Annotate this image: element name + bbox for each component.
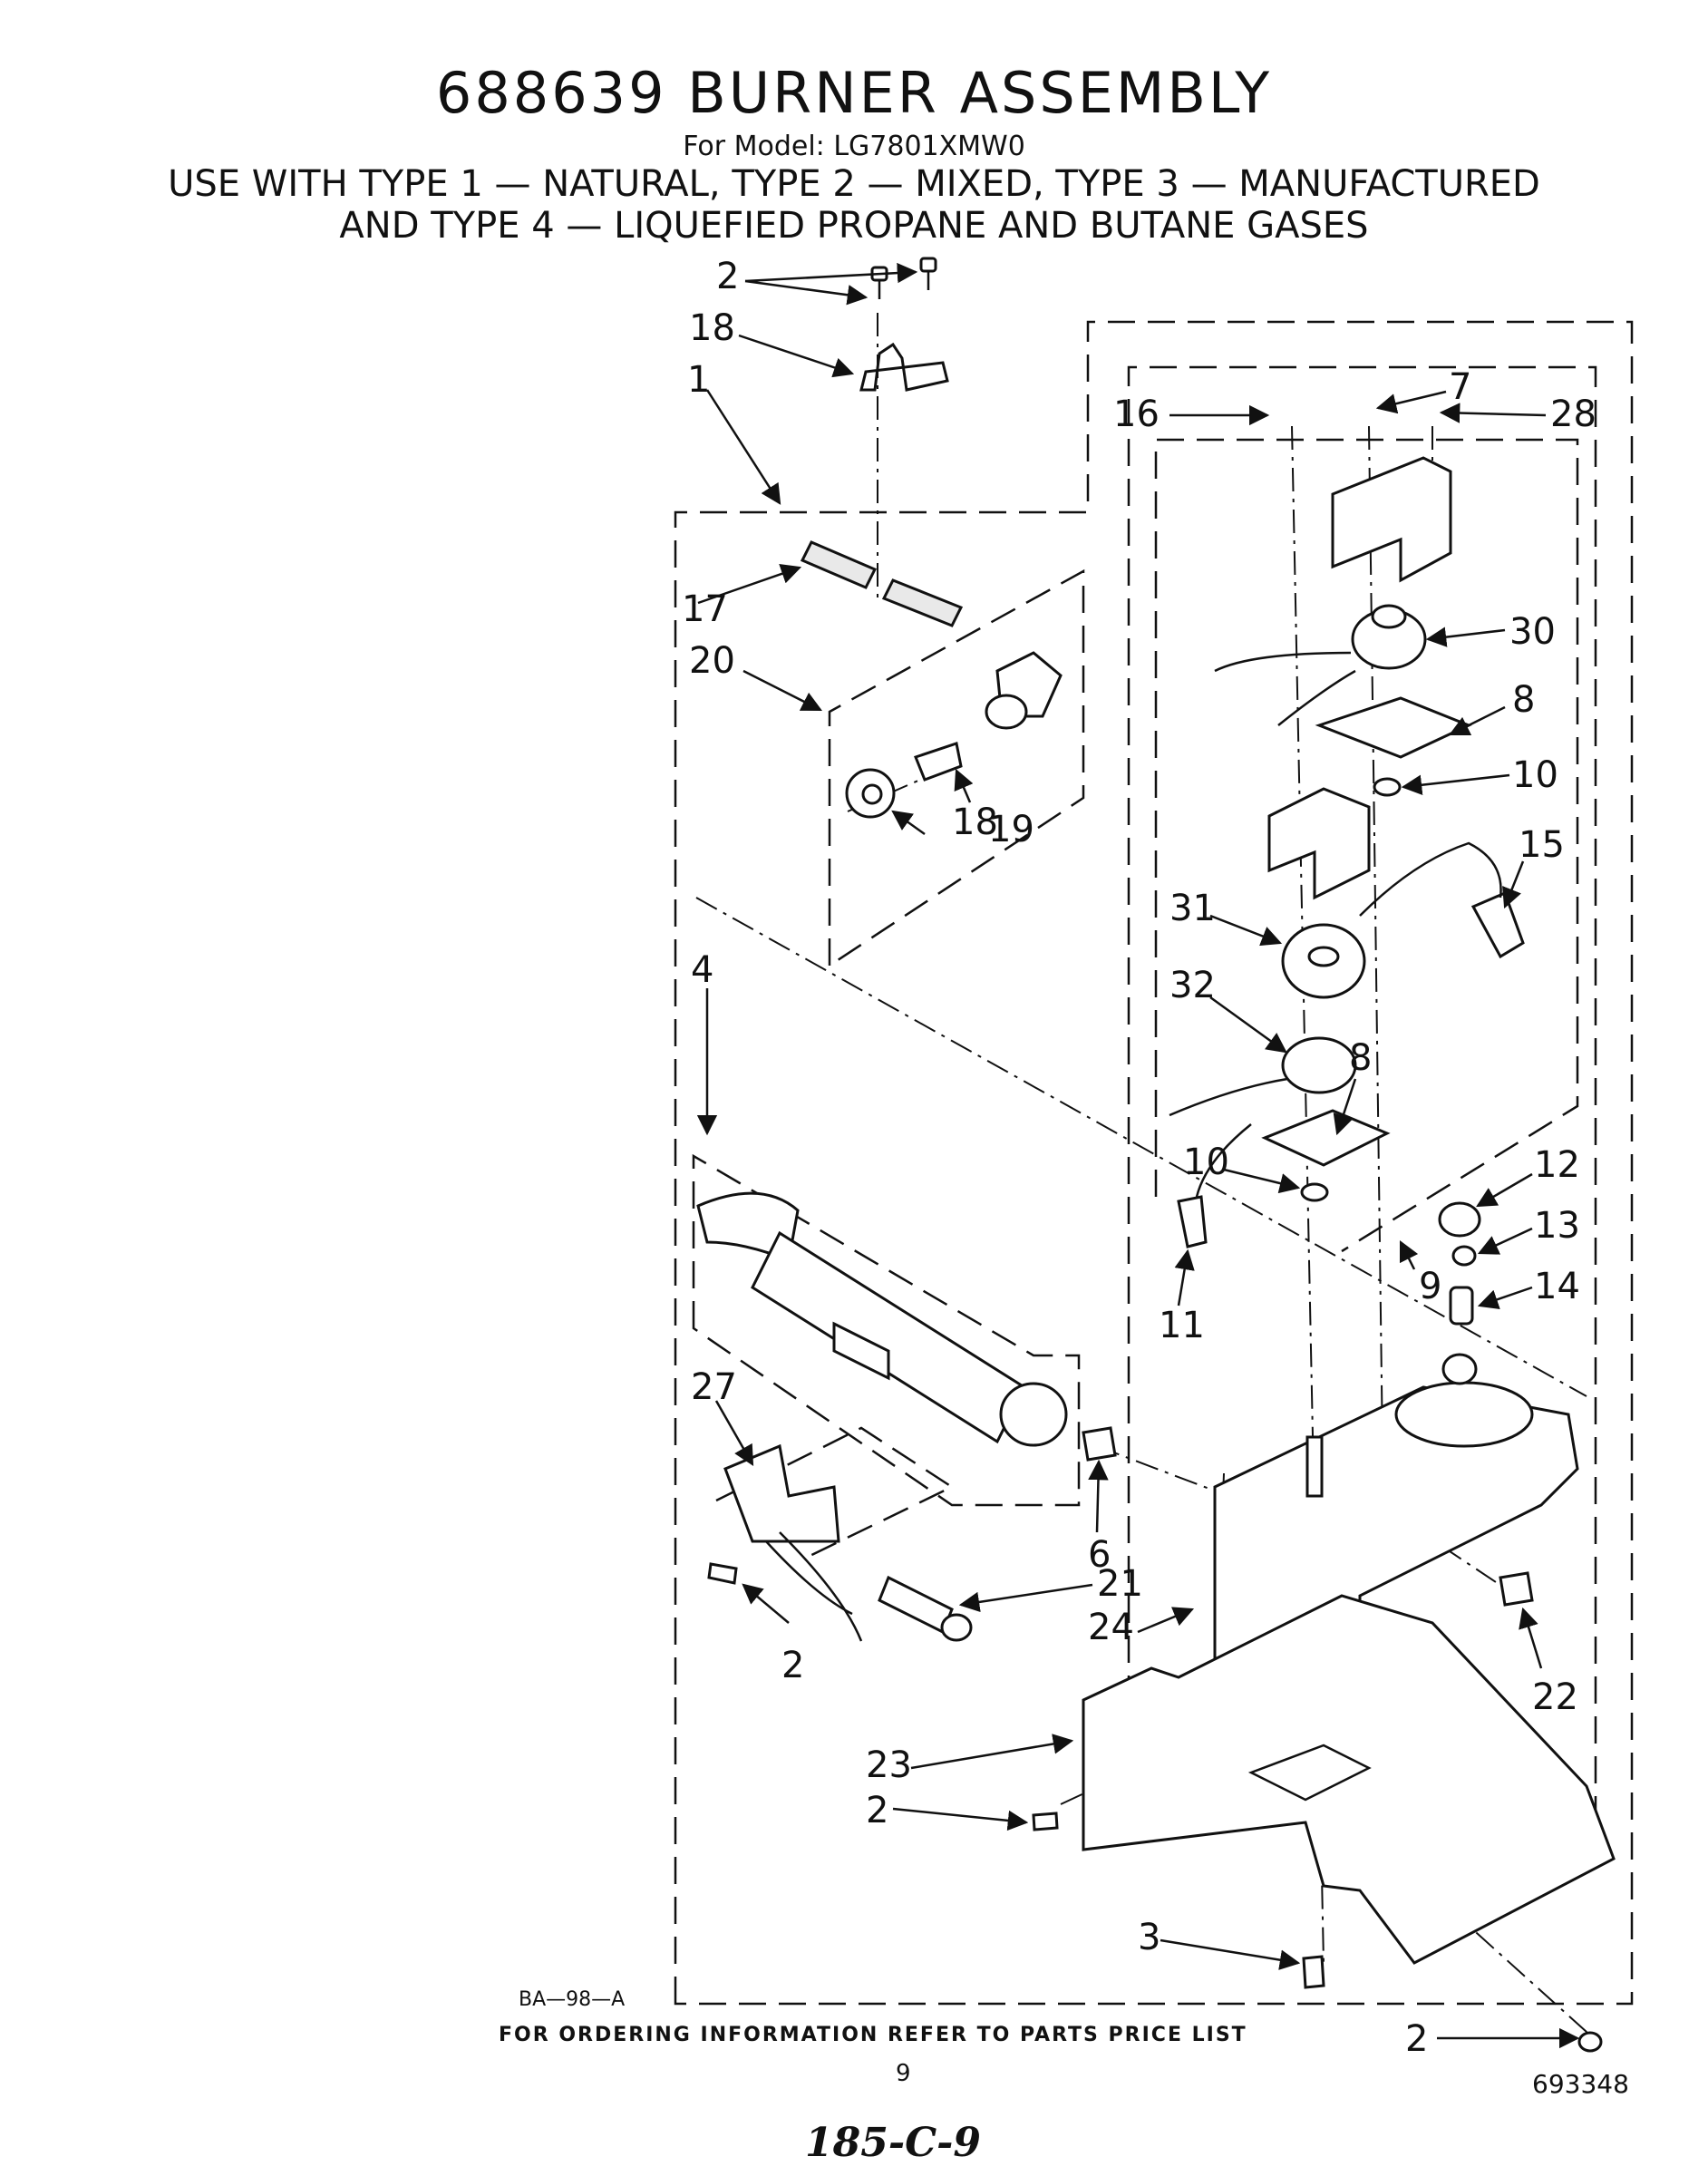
callout-label: 2 — [781, 1645, 804, 1686]
callout-label: 10 — [1183, 1141, 1229, 1183]
callout-label: 8 — [1349, 1037, 1372, 1079]
callout-label: 19 — [988, 809, 1034, 850]
callout-label: 27 — [691, 1366, 737, 1408]
callout-label: 18 — [689, 307, 735, 349]
callout-label: 15 — [1519, 824, 1565, 866]
valve-body — [985, 694, 1028, 730]
cap-12 — [1438, 1201, 1481, 1238]
part-13 — [1451, 1245, 1477, 1267]
fitting-22 — [1499, 1571, 1534, 1607]
callout-labels: 2 18 1 16 7 28 17 20 18 19 30 8 10 15 31… — [682, 256, 1596, 2060]
terminal-11 — [1177, 1195, 1208, 1248]
callout-label: 11 — [1159, 1305, 1205, 1346]
callout-label: 32 — [1169, 965, 1216, 1006]
callout-label: 21 — [1097, 1563, 1143, 1605]
document-number: 693348 — [1532, 2069, 1629, 2099]
valve-stem — [1305, 1435, 1324, 1498]
part-shapes — [696, 257, 1616, 2053]
igniter-bracket — [723, 1443, 840, 1543]
screw-icon — [870, 266, 888, 299]
burner-clip — [832, 1321, 890, 1381]
screw-icon — [919, 257, 937, 290]
callout-label: 2 — [716, 256, 739, 297]
callout-label: 7 — [1449, 366, 1471, 408]
gasket-plate — [1315, 696, 1472, 759]
subtitle-line-2: AND TYPE 4 — LIQUEFIED PROPANE AND BUTAN… — [339, 205, 1369, 247]
burner-tube — [751, 1230, 1026, 1444]
handwritten-note: 185-C-9 — [805, 2120, 982, 2166]
tube-part — [881, 578, 964, 627]
callout-label: 18 — [952, 801, 998, 843]
model-line: For Model: LG7801XMW0 — [683, 131, 1025, 162]
callout-label: 4 — [691, 949, 713, 991]
callout-label: 28 — [1550, 393, 1596, 435]
tube-part — [800, 540, 878, 589]
spring-14 — [1449, 1286, 1474, 1326]
callout-label: 3 — [1138, 1917, 1160, 1958]
callout-label: 16 — [1113, 393, 1160, 435]
screw-icon — [1032, 1812, 1059, 1831]
callout-label: 1 — [687, 359, 710, 401]
burner-mouth — [999, 1382, 1068, 1447]
mounting-bracket — [1331, 456, 1452, 583]
callout-label: 20 — [689, 640, 735, 682]
screw-icon — [1302, 1955, 1325, 1989]
callout-label: 10 — [1512, 754, 1558, 796]
page-title: 688639 BURNER ASSEMBLY — [435, 60, 1273, 126]
washer-10 — [1300, 1182, 1329, 1202]
callout-label: 30 — [1509, 611, 1556, 653]
ordering-note: FOR ORDERING INFORMATION REFER TO PARTS … — [499, 2024, 1247, 2046]
orifice-6 — [1082, 1426, 1117, 1462]
coil-32 — [1281, 1036, 1357, 1094]
mounting-bracket-lower — [1267, 787, 1371, 900]
callout-label: 6 — [1088, 1534, 1111, 1576]
callout-label: 31 — [1169, 888, 1216, 929]
callout-label: 2 — [866, 1790, 888, 1831]
screw-icon — [1577, 2031, 1603, 2053]
diagram-code: BA—98—A — [519, 1988, 626, 2011]
burner-flare — [696, 1191, 800, 1263]
screw-icon — [707, 1562, 738, 1585]
valve-regulator — [1394, 1381, 1534, 1448]
leader-arrows — [696, 262, 1580, 2049]
callout-label: 24 — [1088, 1607, 1134, 1648]
washer-10-upper — [1373, 777, 1402, 797]
callout-label: 14 — [1534, 1266, 1580, 1307]
callout-label: 12 — [1534, 1144, 1580, 1186]
callout-label: 2 — [1405, 2018, 1428, 2060]
gasket-plate-lower — [1261, 1109, 1391, 1167]
fitting-part — [914, 742, 963, 782]
callout-label: 22 — [1532, 1676, 1578, 1718]
callout-label: 13 — [1534, 1205, 1580, 1247]
callout-label: 9 — [1419, 1266, 1441, 1307]
connector-plug — [1470, 890, 1525, 959]
callout-label: 23 — [866, 1744, 912, 1786]
subtitle-line-1: USE WITH TYPE 1 — NATURAL, TYPE 2 — MIXE… — [168, 163, 1540, 205]
callout-label: 17 — [682, 588, 728, 630]
igniter-21 — [878, 1575, 954, 1635]
clamp-bracket — [859, 342, 949, 392]
page-number: 9 — [896, 2060, 911, 2087]
callout-label: 8 — [1512, 679, 1535, 721]
assembly-outline — [674, 320, 1634, 2006]
